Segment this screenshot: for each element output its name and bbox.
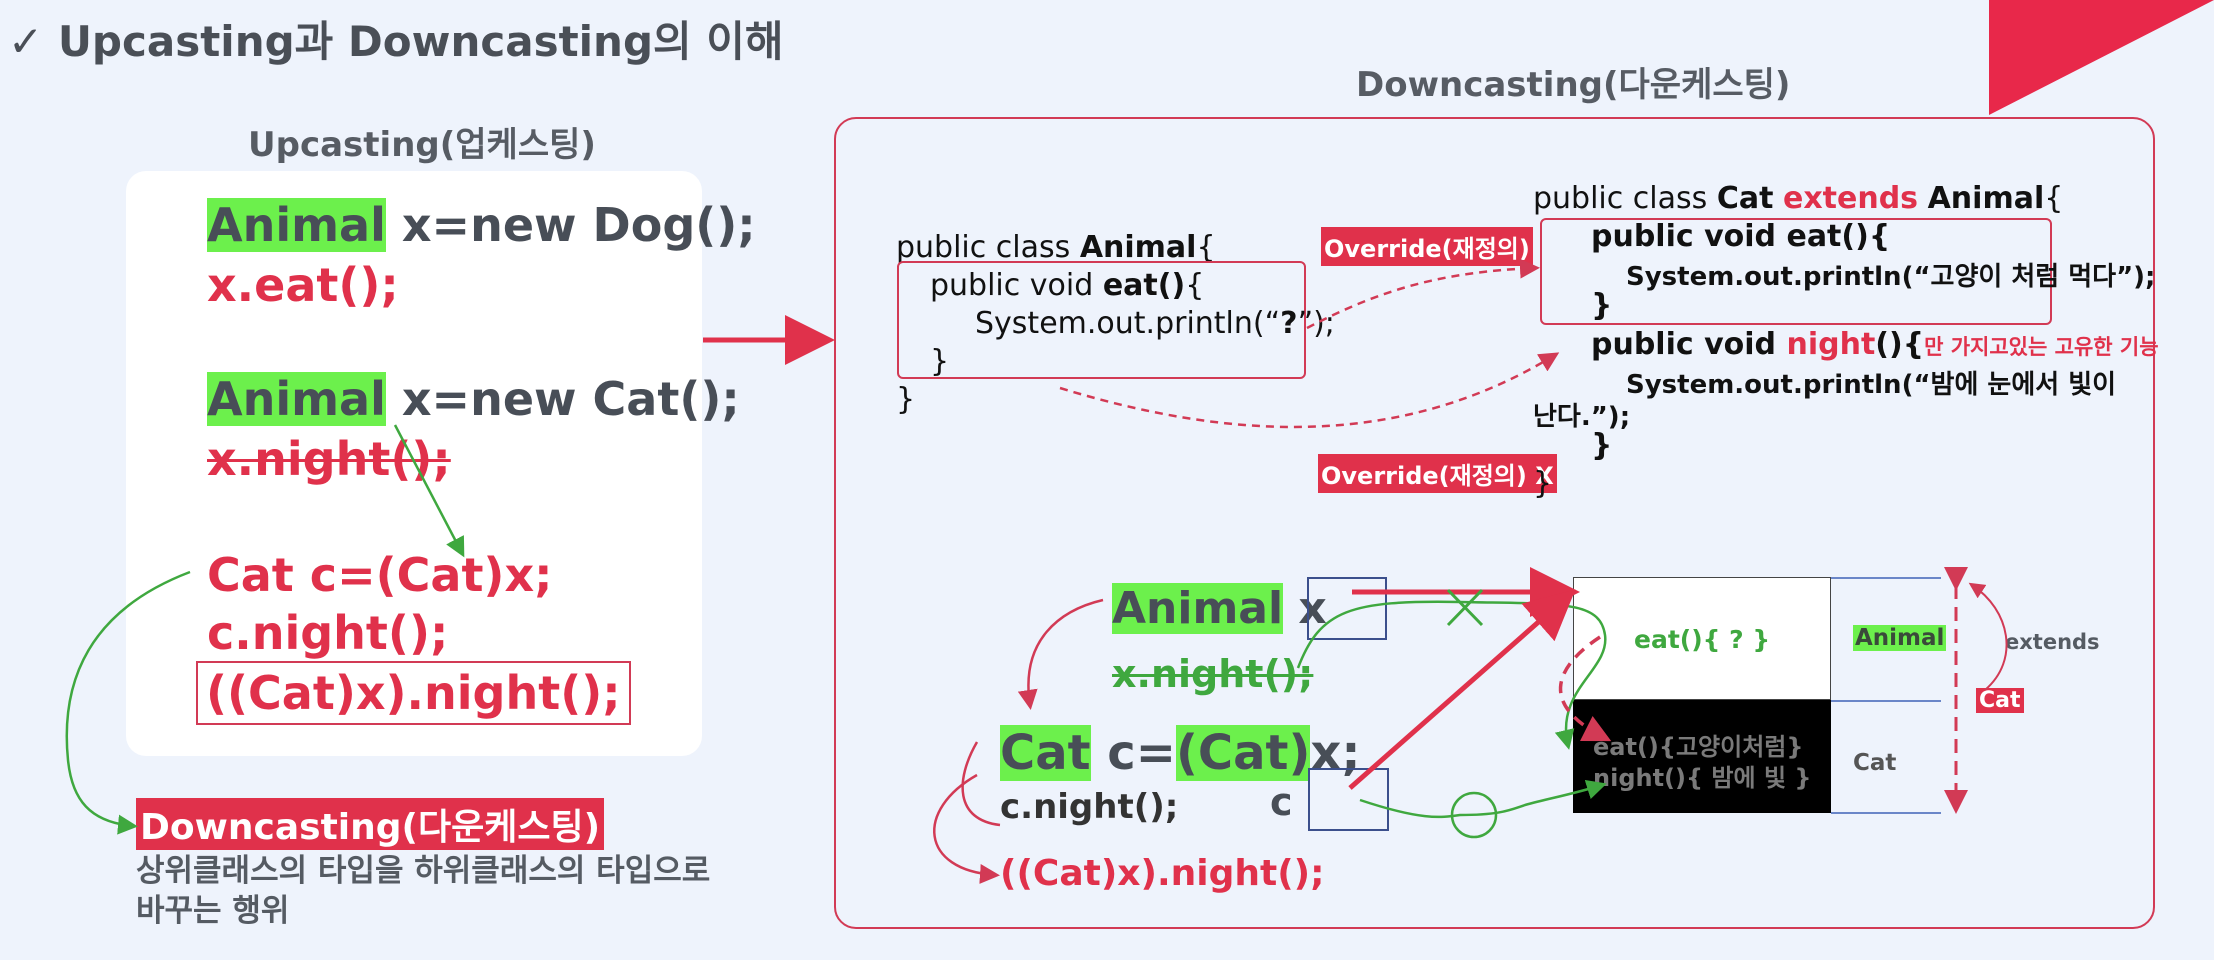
animal-class-line-2: public void eat(){: [930, 268, 1204, 303]
up-line-1-type: Animal: [207, 198, 386, 252]
animal-class-kw: public class: [896, 230, 1080, 265]
diagram-c-night: c.night();: [1000, 787, 1179, 827]
mem-line-top: [1831, 577, 1941, 579]
extends-label: extends: [2005, 630, 2100, 654]
downcasting-desc-1: 상위클래스의 타입을 하위클래스의 타입으로: [136, 853, 711, 889]
animal-eat-brace: {: [1185, 268, 1205, 303]
cat-parent-name: Animal: [1927, 181, 2045, 216]
animal-eat-name: eat(): [1102, 268, 1186, 303]
animal-print-q: ?: [1280, 306, 1298, 341]
cat-night-note: 만 가지고있는 고유한 기능: [1924, 335, 2159, 359]
diagram-c-eq: c=: [1090, 725, 1176, 781]
animal-eat-kw: public void: [930, 268, 1103, 303]
diagram-c-var: c: [1270, 780, 1293, 824]
diagram-cast-night: ((Cat)x).night();: [1000, 853, 1325, 894]
downcasting-label: Downcasting(다운케스팅): [136, 798, 605, 850]
up-line-3: Animal x=new Cat();: [207, 372, 740, 426]
cat-class-line-9: }: [1533, 466, 1553, 501]
cat-night-name: night: [1786, 327, 1876, 362]
cat-class-line-6: System.out.println(“밤에 눈에서 빛이: [1626, 370, 2117, 400]
up-line-3-type: Animal: [207, 372, 386, 426]
cat-night-kw: public void: [1591, 327, 1787, 362]
cat-tag: Cat: [1976, 688, 2024, 713]
up-line-1: Animal x=new Dog();: [207, 198, 756, 252]
mem-line-bot: [1831, 812, 1941, 814]
up-line-3-rest: x=new Cat();: [385, 372, 740, 426]
memory-animal-part: [1573, 577, 1831, 700]
cat-class-line-3: System.out.println(“고양이 처럼 먹다”);: [1626, 262, 2156, 292]
up-line-4: x.night();: [207, 432, 451, 486]
animal-class-line-4: }: [930, 344, 950, 379]
mem-line-mid: [1831, 700, 1941, 702]
cat-class-kw: public class: [1533, 181, 1717, 216]
cat-night-paren: (){: [1875, 327, 1925, 362]
cat-eat-box: [1540, 218, 2052, 325]
downcasting-panel: [834, 117, 2155, 929]
upcasting-heading: Upcasting(업케스팅): [248, 125, 596, 165]
diagram-cat-decl: Cat c=(Cat)x;: [1000, 725, 1361, 781]
x-ref-box: [1307, 577, 1387, 640]
cat-class-brace: {: [2044, 181, 2064, 216]
diagram-animal-type: Animal: [1112, 583, 1284, 634]
override-no-tag: Override(재정의) X: [1318, 454, 1557, 493]
up-line-7: ((Cat)x).night();: [196, 661, 631, 725]
animal-class-line-1: public class Animal{: [896, 230, 1216, 265]
cat-class-line-2: public void eat(){: [1591, 219, 1891, 254]
cat-extends-kw: extends: [1782, 181, 1919, 216]
cat-class-name: Cat: [1716, 181, 1774, 216]
mem-cat-night-label: night(){ 밤에 빛 }: [1593, 764, 1812, 792]
mem-cat-label: Cat: [1853, 750, 1897, 776]
page-title: ✓ Upcasting과 Downcasting의 이해: [8, 17, 784, 66]
mem-eat-label: eat(){ ? }: [1634, 625, 1771, 654]
cat-class-line-5: public void night(){만 가지고있는 고유한 기능: [1591, 327, 2159, 362]
animal-print-end: ”);: [1297, 306, 1335, 341]
diagram-x-night: x.night();: [1112, 652, 1314, 696]
mem-cat-eat-label: eat(){고양이처럼}: [1593, 733, 1804, 761]
animal-print-start: System.out.println(“: [975, 306, 1281, 341]
animal-class-brace: {: [1196, 230, 1216, 265]
override-tag: Override(재정의): [1321, 227, 1533, 266]
corner-decoration: [1989, 0, 2214, 115]
c-ref-box: [1308, 768, 1389, 831]
cat-class-line-8: }: [1591, 428, 1613, 463]
diagram-cast: (Cat): [1175, 725, 1311, 781]
up-line-5: Cat c=(Cat)x;: [207, 548, 553, 602]
downcasting-desc-2: 바꾸는 행위: [136, 893, 290, 929]
animal-class-line-5: }: [896, 382, 916, 417]
up-line-6: c.night();: [207, 606, 449, 660]
cat-class-line-1: public class Cat extends Animal{: [1533, 181, 2063, 216]
animal-class-line-3: System.out.println(“?”);: [975, 306, 1335, 341]
cat-class-line-4: }: [1591, 288, 1613, 323]
memory-cat-part: [1573, 700, 1831, 813]
up-line-2: x.eat();: [207, 258, 399, 312]
diagram-animal-decl: Animal x: [1112, 583, 1327, 634]
cat-class-line-7: 난다.”);: [1533, 402, 1631, 432]
downcasting-heading: Downcasting(다운케스팅): [1356, 65, 1791, 105]
mem-animal-label: Animal: [1853, 625, 1947, 651]
diagram-cat-type: Cat: [1000, 725, 1091, 781]
animal-class-name: Animal: [1079, 230, 1197, 265]
up-line-1-rest: x=new Dog();: [385, 198, 756, 252]
